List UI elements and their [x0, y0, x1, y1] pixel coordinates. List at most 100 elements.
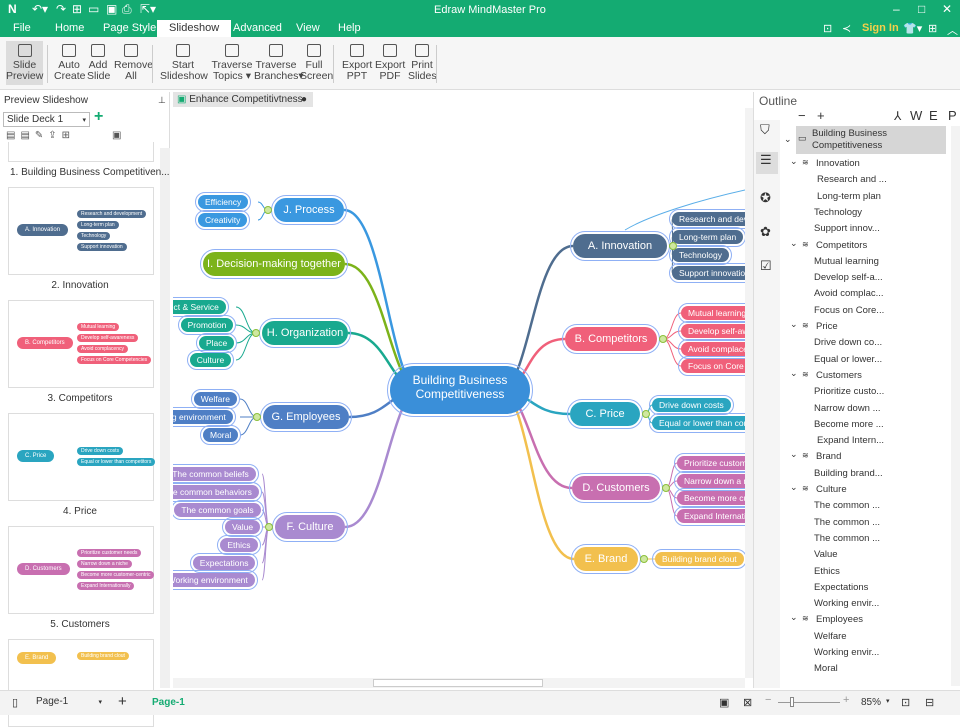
- subtopic[interactable]: The common goals: [173, 500, 264, 520]
- icons-library-icon[interactable]: ✪: [760, 190, 771, 205]
- outline-subtopic[interactable]: Moral: [814, 663, 838, 675]
- outline-subtopic[interactable]: Focus on Core...: [814, 304, 885, 316]
- thumb-scrollbar[interactable]: [160, 148, 170, 688]
- chevron-down-icon[interactable]: ⌄: [790, 612, 798, 623]
- branch-topic[interactable]: F. Culture: [272, 512, 348, 542]
- play-slides-icon[interactable]: ▣: [112, 130, 122, 141]
- save-icon[interactable]: ▣: [106, 2, 118, 16]
- vertical-scrollbar[interactable]: [745, 108, 755, 678]
- sign-in-button[interactable]: Sign In: [862, 22, 899, 34]
- subtopic[interactable]: Ethics: [217, 535, 261, 555]
- collapse-toggle-icon[interactable]: [642, 410, 650, 418]
- subtopic[interactable]: Promotion: [177, 315, 237, 335]
- outline-scrollbar[interactable]: [951, 126, 960, 686]
- chevron-down-icon[interactable]: ⌄: [790, 367, 798, 378]
- collapse-toggle-icon[interactable]: [264, 206, 272, 214]
- outline-topic[interactable]: Innovation: [816, 158, 860, 169]
- branch-topic[interactable]: I. Decision-making together: [200, 249, 348, 279]
- print-icon[interactable]: ⎙: [122, 2, 132, 16]
- format-icon[interactable]: ⛉: [760, 122, 770, 137]
- subtopic[interactable]: Long-term plan: [668, 227, 745, 247]
- slide-tools[interactable]: ▤▤✎⇪⊞: [6, 130, 76, 141]
- collapse-all-button[interactable]: −: [798, 108, 806, 123]
- outline-subtopic[interactable]: Support innov...: [814, 223, 880, 235]
- clipart-icon[interactable]: ✿: [760, 224, 771, 239]
- subtopic[interactable]: Product & Service: [173, 297, 229, 317]
- menu-file[interactable]: File: [13, 22, 31, 34]
- redo-icon[interactable]: ↷: [56, 2, 67, 16]
- outline-topic[interactable]: Brand: [816, 451, 842, 463]
- subtopic[interactable]: Mutual learning: [677, 303, 745, 323]
- subtopic[interactable]: Working environment: [173, 570, 258, 590]
- subtopic[interactable]: Welfare: [190, 389, 240, 409]
- outline-subtopic[interactable]: Expand Intern...: [817, 435, 885, 447]
- subtopic[interactable]: Culture: [186, 350, 235, 370]
- branch-topic[interactable]: H. Organization: [259, 318, 351, 348]
- tab-close-icon[interactable]: ●: [300, 94, 307, 105]
- branch-topic[interactable]: E. Brand: [571, 544, 641, 574]
- outline-subtopic[interactable]: Develop self-a...: [814, 272, 883, 284]
- horizontal-scrollbar[interactable]: [173, 678, 745, 688]
- outline-subtopic[interactable]: The common ...: [814, 500, 880, 512]
- menu-page-style[interactable]: Page Style: [103, 22, 157, 34]
- subtopic[interactable]: Creativity: [194, 210, 251, 230]
- collapse-toggle-icon[interactable]: [640, 555, 648, 563]
- chevron-down-icon[interactable]: ⌄: [790, 319, 798, 329]
- subtopic[interactable]: The common beliefs: [173, 464, 259, 484]
- subtopic[interactable]: Prioritize customer needs: [674, 453, 745, 473]
- chevron-down-icon[interactable]: ⌄: [790, 449, 798, 460]
- collapse-toggle-icon[interactable]: [659, 335, 667, 343]
- collapse-toggle-icon[interactable]: [662, 484, 670, 492]
- outline-subtopic[interactable]: Equal or lower...: [814, 353, 883, 365]
- outline-subtopic[interactable]: Value: [814, 549, 838, 561]
- export-pdf-icon[interactable]: ⅄: [894, 109, 902, 123]
- template-icon[interactable]: ⊡: [823, 23, 833, 35]
- subtopic[interactable]: The common behaviors: [173, 482, 262, 502]
- menu-home[interactable]: Home: [55, 22, 85, 34]
- outline-subtopic[interactable]: Narrow down ...: [814, 402, 881, 414]
- subtopic[interactable]: Drive down costs: [649, 395, 734, 415]
- page-tab[interactable]: Page-1: [152, 697, 185, 708]
- collapse-toggle-icon[interactable]: [265, 523, 273, 531]
- outline-subtopic[interactable]: Building brand...: [814, 467, 883, 479]
- export-word-button[interactable]: W: [910, 108, 923, 123]
- subtopic[interactable]: Technology: [668, 245, 733, 265]
- central-topic[interactable]: Building Business Competitiveness: [387, 363, 533, 417]
- fit-page-icon[interactable]: ▣: [719, 697, 730, 709]
- subtopic[interactable]: Working environment: [173, 407, 236, 427]
- outline-subtopic[interactable]: Avoid complac...: [814, 288, 884, 300]
- chevron-down-icon[interactable]: ⌄: [790, 237, 798, 248]
- zoom-in-button[interactable]: +: [843, 694, 850, 706]
- chevron-down-icon[interactable]: ⌄: [784, 134, 792, 144]
- subtopic[interactable]: Building brand clout: [652, 549, 745, 569]
- task-icon[interactable]: ☑: [760, 258, 772, 273]
- outline-subtopic[interactable]: Drive down co...: [814, 337, 883, 349]
- outline-subtopic[interactable]: Prioritize custo...: [814, 386, 885, 398]
- branch-topic[interactable]: C. Price: [567, 399, 643, 429]
- page-panel-icon[interactable]: ▯: [12, 697, 19, 709]
- branch-topic[interactable]: B. Competitors: [562, 324, 660, 354]
- subtopic[interactable]: Support innovation: [669, 263, 745, 283]
- add-page-button[interactable]: +: [118, 693, 127, 710]
- collapse-toggle-icon[interactable]: [252, 329, 260, 337]
- subtopic[interactable]: Research and development: [669, 209, 745, 229]
- outline-root[interactable]: Building Business Competitiveness: [796, 126, 946, 154]
- page-select[interactable]: Page-1▾: [36, 696, 102, 707]
- pin-icon[interactable]: ⊥: [158, 95, 166, 105]
- slide-thumbnail[interactable]: [8, 142, 154, 162]
- branch-topic[interactable]: G. Employees: [260, 402, 352, 432]
- subtopic[interactable]: Narrow down a niche: [674, 471, 745, 491]
- branch-topic[interactable]: J. Process: [271, 195, 347, 225]
- outline-subtopic[interactable]: Technology: [814, 206, 863, 218]
